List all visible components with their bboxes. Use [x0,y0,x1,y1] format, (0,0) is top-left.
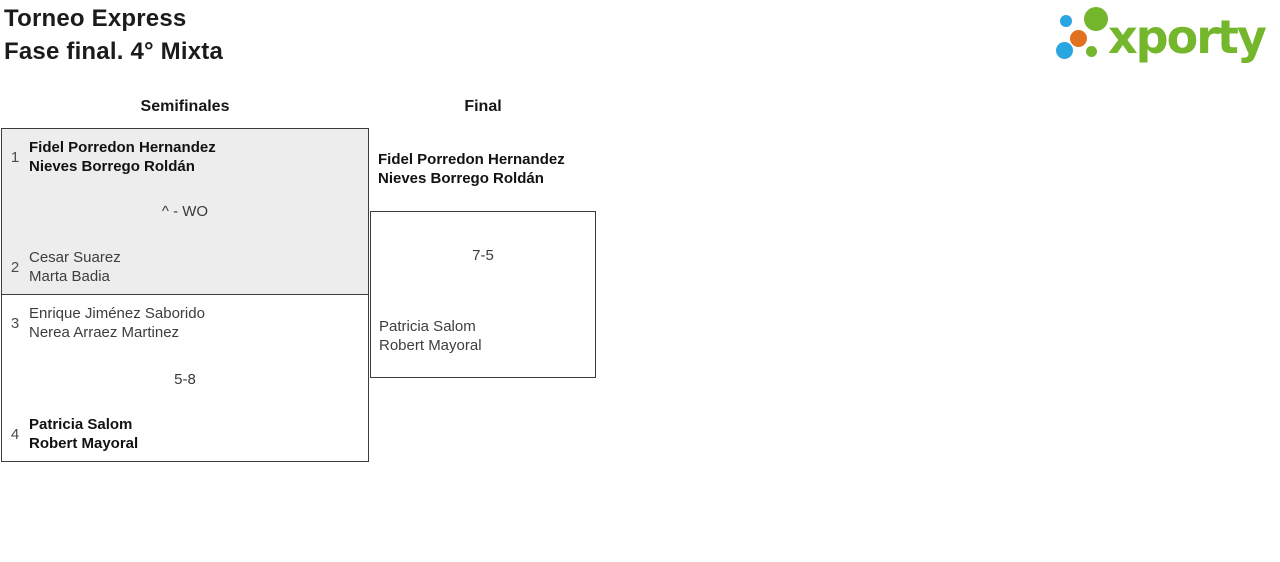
player-name: Patricia Salom [379,318,476,335]
match-final[interactable]: 7-5 Patricia Salom Robert Mayoral [370,211,596,378]
player-name: Nieves Borrego Roldán [29,158,195,175]
seed-number: 1 [10,148,20,166]
player-name: Fidel Porredon Hernandez [378,151,565,168]
match-score: 7-5 [472,247,494,264]
player-name: Cesar Suarez [29,249,121,266]
player-name: Robert Mayoral [29,435,139,452]
page-subtitle: Fase final. 4° Mixta [4,38,224,65]
team-players: Enrique Jiménez Saborido Nerea Arraez Ma… [29,304,205,342]
xporty-logo[interactable]: xporty [1050,0,1280,78]
seed-number: 3 [10,314,20,332]
logo-dot-icon [1084,7,1108,31]
round-header-semifinales: Semifinales [140,98,230,115]
team-players: Cesar Suarez Marta Badia [29,248,121,286]
seed-number: 4 [10,425,20,443]
page-title: Torneo Express [4,5,187,32]
team-players: Fidel Porredon Hernandez Nieves Borrego … [378,150,565,188]
team-row-final-team1[interactable]: Fidel Porredon Hernandez Nieves Borrego … [378,150,1272,188]
player-name: Fidel Porredon Hernandez [29,139,216,156]
logo-dot-icon [1056,42,1073,59]
player-name: Nieves Borrego Roldán [378,170,544,187]
player-name: Nerea Arraez Martinez [29,324,180,341]
match-score: 5-8 [174,371,196,388]
player-name: Enrique Jiménez Saborido [29,305,205,322]
player-name: Patricia Salom [29,416,133,433]
team-row-final-team2[interactable]: Patricia Salom Robert Mayoral [379,317,587,355]
match-semifinal-2[interactable]: 3 Enrique Jiménez Saborido Nerea Arraez … [1,295,369,462]
round-header-final: Final [464,98,502,115]
logo-dot-icon [1086,46,1097,57]
page-header: Torneo Express Fase final. 4° Mixta [4,2,223,68]
match-score: ^ - WO [161,203,209,220]
team-players: Fidel Porredon Hernandez Nieves Borrego … [29,138,216,176]
logo-wordmark: xporty [1108,10,1267,64]
player-name: Marta Badia [29,268,110,285]
team-row-sf2-team2[interactable]: 4 Patricia Salom Robert Mayoral [10,415,360,453]
seed-number: 2 [10,258,20,276]
team-players: Patricia Salom Robert Mayoral [29,415,138,453]
match-semifinal-1[interactable]: 1 Fidel Porredon Hernandez Nieves Borreg… [1,128,369,295]
logo-dot-icon [1060,15,1072,27]
team-row-sf1-team2[interactable]: 2 Cesar Suarez Marta Badia [10,248,360,286]
team-row-sf2-team1[interactable]: 3 Enrique Jiménez Saborido Nerea Arraez … [10,304,360,342]
team-row-sf1-team1[interactable]: 1 Fidel Porredon Hernandez Nieves Borreg… [10,138,360,176]
player-name: Robert Mayoral [379,337,482,354]
team-players: Patricia Salom Robert Mayoral [379,317,482,355]
logo-dot-icon [1070,30,1087,47]
